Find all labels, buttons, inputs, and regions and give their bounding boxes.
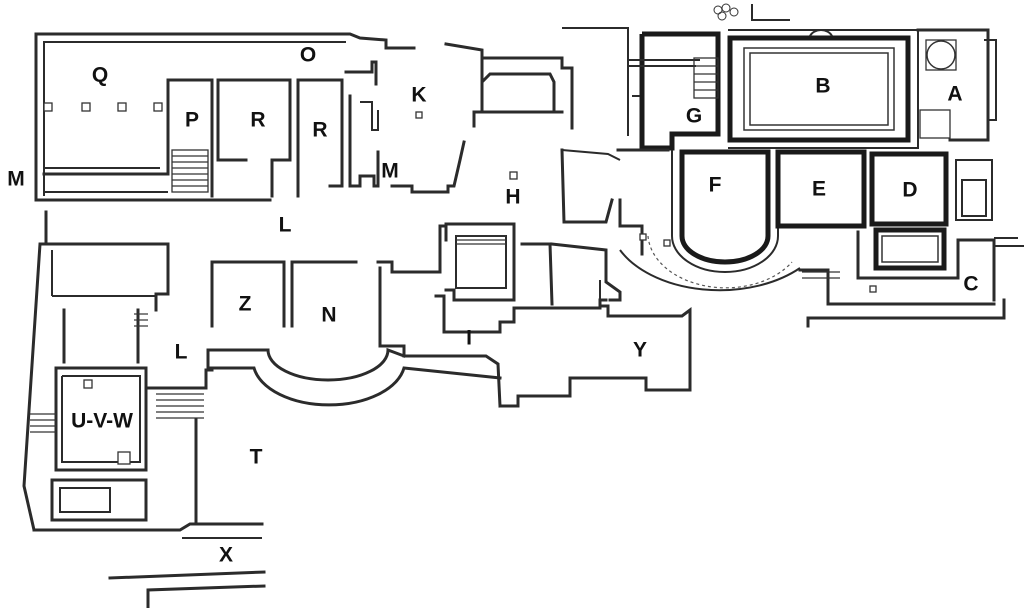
label-h: H xyxy=(505,186,520,209)
middle-band-walls xyxy=(44,210,692,408)
stairs-l xyxy=(156,393,204,419)
pier xyxy=(663,239,671,247)
label-z: Z xyxy=(239,293,252,316)
shrub-icon xyxy=(713,3,739,21)
stairs-p xyxy=(171,149,209,193)
stairs-small xyxy=(134,313,148,327)
stairs-i xyxy=(456,235,506,245)
label-o: O xyxy=(300,44,316,67)
label-k: K xyxy=(411,84,426,107)
pool-b xyxy=(743,47,895,131)
label-r-left: R xyxy=(250,109,265,132)
label-g: G xyxy=(686,105,702,128)
label-a: A xyxy=(947,83,962,106)
label-c: C xyxy=(963,273,978,296)
label-f: F xyxy=(709,174,722,197)
round-basin xyxy=(926,40,956,70)
label-q: Q xyxy=(92,64,108,87)
pier xyxy=(509,171,518,180)
label-t: T xyxy=(250,446,263,469)
stairs-c xyxy=(802,271,840,279)
label-b: B xyxy=(815,75,830,98)
label-m-left: M xyxy=(7,168,25,191)
bath-complex-walls xyxy=(616,3,1024,328)
label-d: D xyxy=(902,179,917,202)
label-e: E xyxy=(812,178,826,201)
label-p: P xyxy=(185,109,199,132)
pier xyxy=(153,102,163,112)
room-labels: Q O K M M P R R B A G H F E D C L L Z N … xyxy=(7,44,978,567)
pier xyxy=(117,451,131,465)
pier xyxy=(639,233,647,241)
label-m-mid: M xyxy=(381,160,399,183)
label-n: N xyxy=(321,304,336,327)
pier xyxy=(117,102,127,112)
label-x: X xyxy=(219,544,233,567)
stairs-g xyxy=(693,57,719,99)
pier xyxy=(43,102,53,112)
label-l-left: L xyxy=(175,341,188,364)
pier xyxy=(81,102,91,112)
label-r-right: R xyxy=(312,119,327,142)
northwest-block-walls xyxy=(34,32,466,202)
pier xyxy=(83,379,93,389)
label-uvw: U-V-W xyxy=(71,410,133,433)
pier xyxy=(869,285,877,293)
southwest-block-walls xyxy=(22,242,266,608)
central-block-walls xyxy=(415,27,629,224)
label-l-top: L xyxy=(279,214,292,237)
stairs-uvw xyxy=(30,413,56,433)
pier xyxy=(415,111,423,119)
label-y: Y xyxy=(633,339,647,362)
label-i: I xyxy=(466,327,472,350)
